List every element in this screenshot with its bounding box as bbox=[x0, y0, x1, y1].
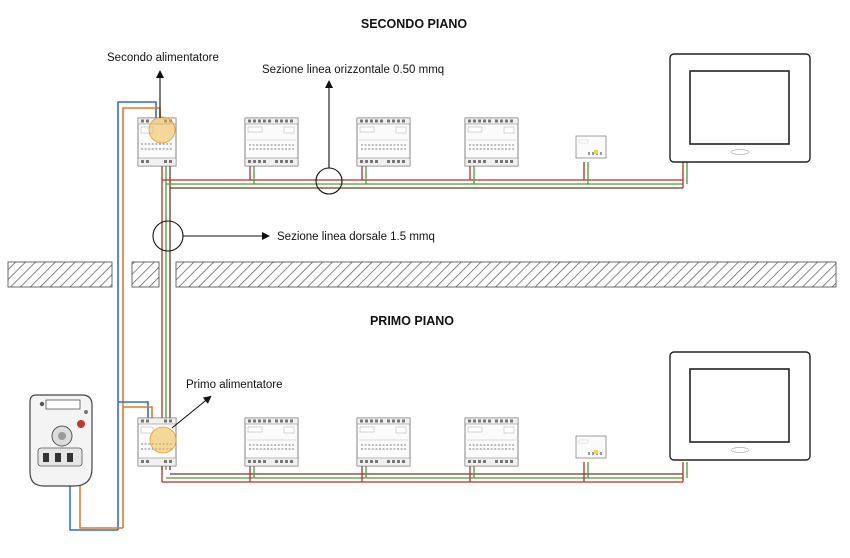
actuator-module-2f-1 bbox=[244, 117, 299, 167]
actuator-module-1f-1 bbox=[244, 417, 299, 467]
floor-slab bbox=[7, 261, 837, 288]
touch-panel-2f bbox=[669, 53, 811, 163]
first-power-supply-label: Primo alimentatore bbox=[186, 379, 283, 391]
second-power-supply-label: Secondo alimentatore bbox=[107, 52, 219, 64]
first-floor-title: PRIMO PIANO bbox=[370, 314, 454, 328]
actuator-module-1f-3 bbox=[464, 417, 519, 467]
backbone-line-section-label: Sezione linea dorsale 1.5 mmq bbox=[277, 231, 435, 243]
first-floor-bus-line bbox=[161, 462, 688, 483]
horizontal-line-section-marker bbox=[315, 167, 343, 195]
interface-module-2f bbox=[575, 135, 607, 159]
second-power-supply bbox=[137, 116, 177, 167]
second-floor-title: SECONDO PIANO bbox=[361, 17, 468, 31]
horizontal-line-section-label: Sezione linea orizzontale 0.50 mmq bbox=[262, 64, 444, 76]
touch-panel-1f bbox=[669, 351, 811, 461]
first-power-supply-arrow bbox=[171, 395, 212, 429]
meter-wires bbox=[69, 482, 123, 531]
energy-meter bbox=[29, 394, 93, 487]
second-floor-bus-line bbox=[162, 160, 688, 189]
interface-module-1f bbox=[575, 435, 607, 459]
second-power-supply-highlight bbox=[148, 116, 176, 144]
backbone-line-section-marker bbox=[152, 220, 184, 252]
actuator-module-2f-3 bbox=[464, 117, 519, 167]
first-power-supply bbox=[137, 417, 177, 467]
actuator-module-1f-2 bbox=[356, 417, 411, 467]
actuator-module-2f-2 bbox=[356, 117, 411, 167]
first-power-supply-highlight bbox=[149, 426, 177, 454]
